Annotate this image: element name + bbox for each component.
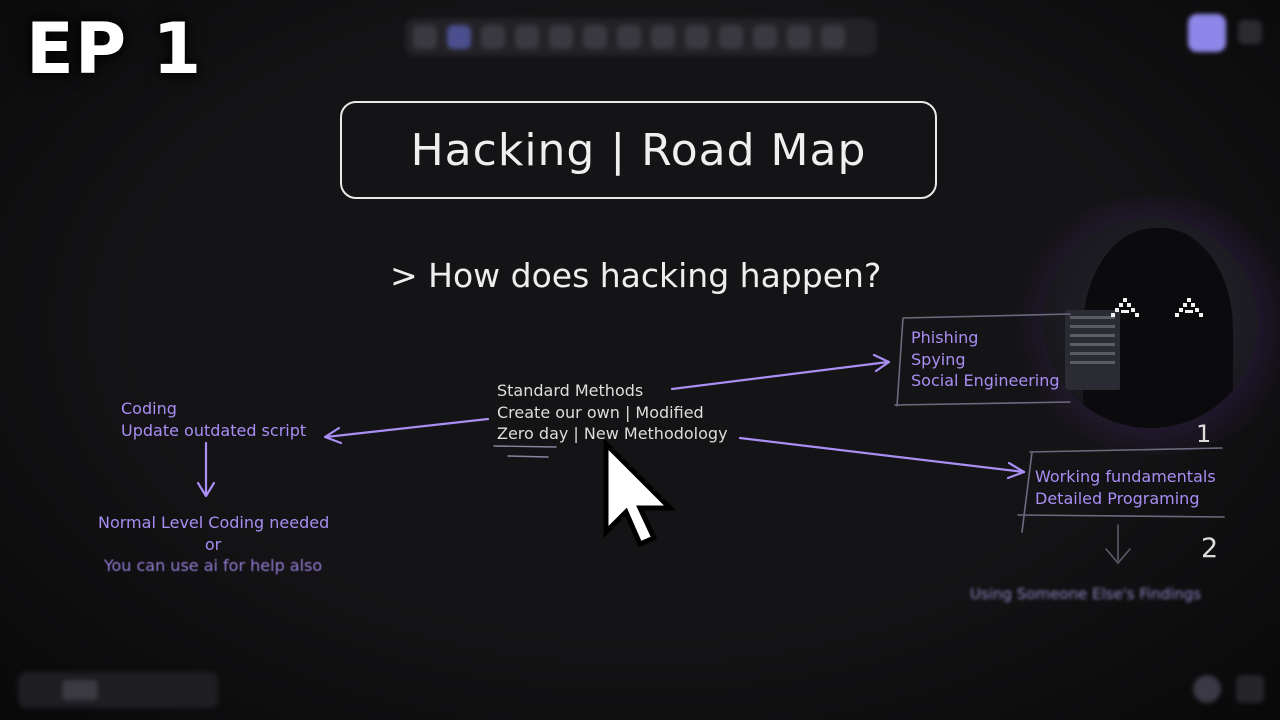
step-number-2: 2 xyxy=(1201,533,1219,564)
whiteboard-toolbar[interactable] xyxy=(405,18,877,56)
working-fundamentals-item: Working fundamentals xyxy=(1035,467,1216,486)
toolbar-pen-icon[interactable] xyxy=(685,25,709,49)
working-branch: Working fundamentals Detailed Programing xyxy=(1035,466,1216,509)
toolbar-diamond-icon[interactable] xyxy=(549,25,573,49)
toolbar-more-icon[interactable] xyxy=(821,25,845,49)
coding-item: Coding xyxy=(121,399,177,418)
zoom-controls[interactable] xyxy=(18,672,218,708)
method-phishing: Phishing xyxy=(911,328,979,347)
toolbar-select-icon[interactable] xyxy=(481,25,505,49)
arrow-head-coding xyxy=(323,426,343,445)
toolbar-rectangle-icon[interactable] xyxy=(515,25,539,49)
someone-else-findings-text: Using Someone Else's Findings xyxy=(970,585,1202,603)
toolbar-line-icon[interactable] xyxy=(651,25,675,49)
arrow-head-down xyxy=(196,481,216,498)
arrow-to-working xyxy=(738,436,1026,474)
laptop-screen xyxy=(1065,310,1120,390)
step-number-1: 1 xyxy=(1196,420,1212,448)
coding-level-text: Normal Level Coding needed xyxy=(98,513,330,532)
arrow-down-working xyxy=(1105,524,1131,565)
arrow-to-phishing xyxy=(670,360,890,391)
hooded-hacker-avatar xyxy=(1043,218,1258,428)
arrow-head-phishing xyxy=(872,353,891,373)
method-social-engineering: Social Engineering xyxy=(911,371,1060,390)
method-zero-day: Zero day | New Methodology xyxy=(497,424,728,443)
toolbar-hand-icon[interactable] xyxy=(447,25,471,49)
phishing-box xyxy=(894,313,1071,407)
toolbar-image-icon[interactable] xyxy=(753,25,777,49)
library-button[interactable] xyxy=(1238,20,1262,44)
arrow-head-working xyxy=(1006,461,1026,480)
or-text: or xyxy=(204,534,222,554)
method-standard: Standard Methods xyxy=(497,381,644,400)
arrow-to-coding xyxy=(324,417,490,439)
method-create-own: Create our own | Modified xyxy=(497,402,704,422)
working-box xyxy=(1017,447,1225,533)
toolbar-lock-icon[interactable] xyxy=(413,25,437,49)
mouse-pointer-icon xyxy=(603,440,677,548)
toolbar-ellipse-icon[interactable] xyxy=(583,25,607,49)
toolbar-arrow-icon[interactable] xyxy=(617,25,641,49)
toolbar-text-icon[interactable] xyxy=(719,25,743,49)
toolbar-eraser-icon[interactable] xyxy=(787,25,811,49)
social-methods-list: Phishing Spying Social Engineering xyxy=(911,327,1060,392)
center-methods-list: Standard Methods Create our own | Modifi… xyxy=(497,380,728,445)
detailed-programming-item: Detailed Programing xyxy=(1035,488,1200,508)
ai-help-text: You can use ai for help also xyxy=(103,556,323,575)
help-icon[interactable] xyxy=(1193,675,1221,703)
update-script-item: Update outdated script xyxy=(121,420,307,440)
page-title: Hacking | Road Map xyxy=(410,124,867,176)
left-eye-icon xyxy=(1111,298,1139,317)
right-eye-icon xyxy=(1175,298,1203,317)
zoom-level xyxy=(62,680,98,700)
coding-result: Normal Level Coding needed or You can us… xyxy=(98,512,330,577)
question-text: > How does hacking happen? xyxy=(390,256,882,295)
method-spying: Spying xyxy=(911,349,966,369)
episode-label: EP 1 xyxy=(26,8,203,90)
settings-icon[interactable] xyxy=(1236,675,1264,703)
coding-branch: Coding Update outdated script xyxy=(121,398,306,441)
title-box: Hacking | Road Map xyxy=(340,101,937,199)
share-button[interactable] xyxy=(1188,14,1226,52)
